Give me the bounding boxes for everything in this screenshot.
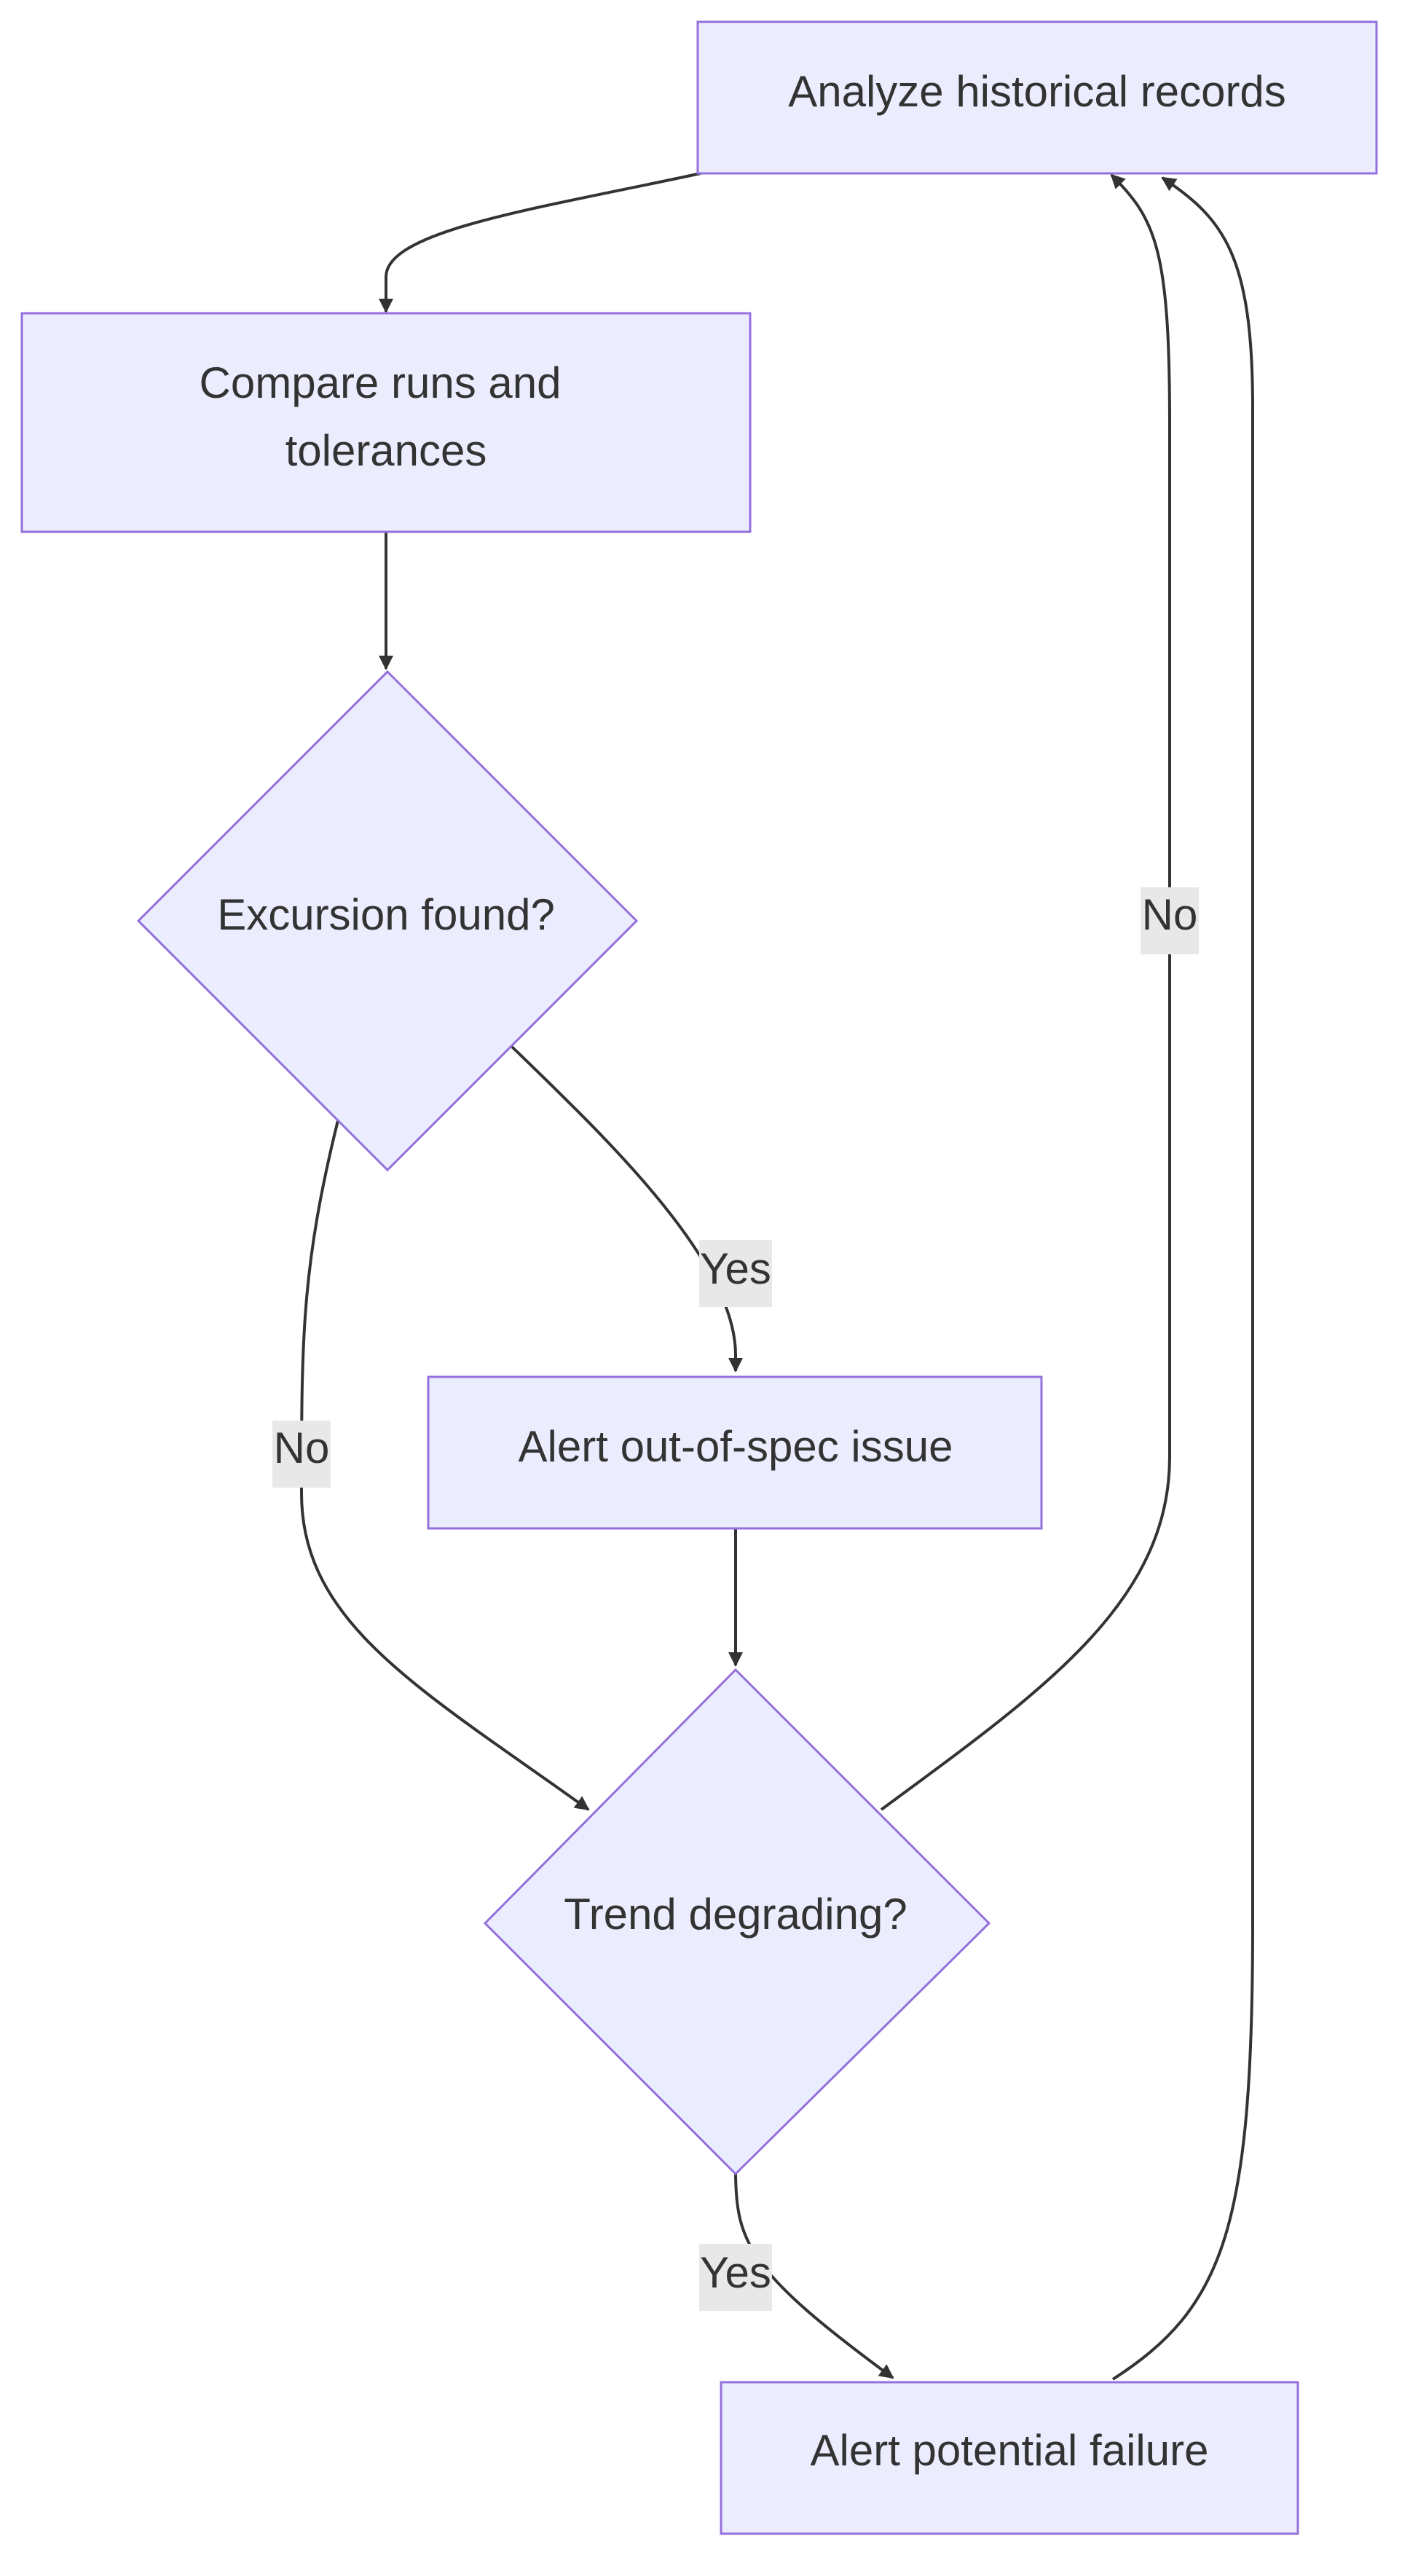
node-trend-label: Trend degrading? [564,1890,907,1939]
edge-alert-failure-to-analyze [1111,176,1254,2381]
node-alert-spec-label: Alert out-of-spec issue [519,1422,953,1471]
edge-label-no-text: No [274,1424,330,1472]
edge-label-no-text-2: No [1142,890,1198,939]
node-alert-potential-failure: Alert potential failure [720,2381,1299,2535]
edge-label-trend-no: No [1141,887,1199,954]
edge-label-excursion-no: No [272,1421,331,1488]
edge-excursion-yes-to-alert-spec [510,1045,743,1373]
edge-analyze-to-compare [379,172,701,313]
edge-excursion-no-to-trend [299,1120,590,1811]
edge-label-yes-text-2: Yes [700,2248,771,2297]
edges [299,172,1254,2381]
edge-label-excursion-yes: Yes [699,1240,772,1307]
edge-trend-no-to-analyze [880,173,1171,1811]
edge-label-trend-yes: Yes [699,2244,772,2311]
node-alert-out-of-spec-issue: Alert out-of-spec issue [427,1375,1043,1530]
edge-label-yes-text: Yes [700,1244,771,1293]
node-excursion-label: Excursion found? [217,890,555,939]
node-excursion-found: Excursion found? [136,669,639,1172]
node-compare-runs-and-tolerances: Compare runs and tolerances [20,312,752,533]
node-compare-box [20,312,752,533]
node-analyze-box [696,20,1378,175]
node-alert-failure-box [720,2381,1299,2535]
node-alert-failure-label: Alert potential failure [811,2426,1209,2475]
node-compare-label-line2: tolerances [285,426,487,475]
node-compare-label-line1: Compare runs and [200,358,562,407]
node-trend-degrading: Trend degrading? [483,1668,991,2176]
node-excursion-diamond [136,669,639,1172]
node-analyze-label: Analyze historical records [788,67,1286,116]
nodes: Analyze historical records Compare runs … [20,20,1378,2535]
node-analyze-historical-records: Analyze historical records [696,20,1378,175]
node-alert-spec-box [427,1375,1043,1530]
edge-labels: Yes No No Yes [272,887,1199,2311]
node-trend-diamond [483,1668,991,2176]
